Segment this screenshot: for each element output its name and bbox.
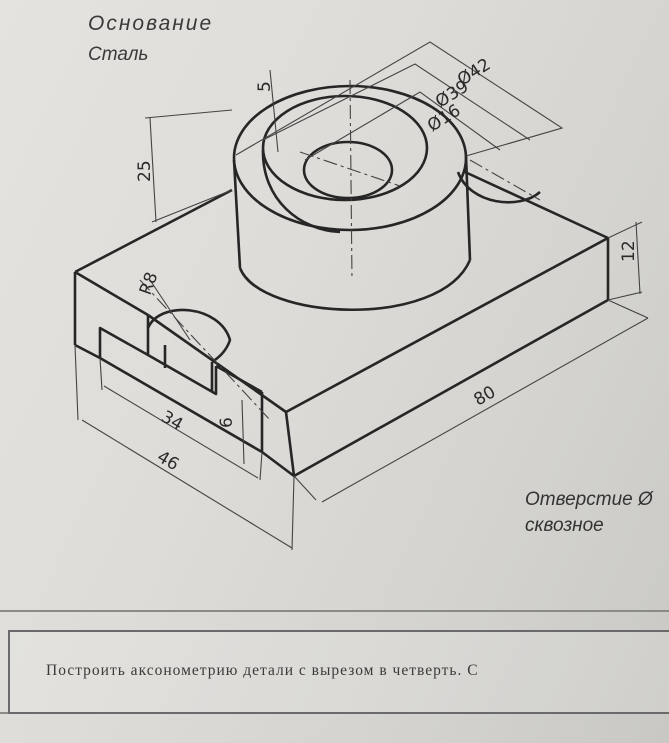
- r8-cutout-arc: [146, 308, 232, 364]
- dim-6-line: [241, 399, 245, 465]
- dim-25-ext: [144, 109, 233, 119]
- dim-thickness-label: 12: [619, 240, 639, 262]
- dim-height-label: 25: [135, 160, 155, 182]
- plate-top-left-edge: [74, 188, 233, 274]
- plate-top-left-side: [74, 270, 149, 317]
- dim-width-label: 46: [154, 447, 183, 475]
- plate-bottom-front-edge: [293, 298, 609, 478]
- dim-12-line: [635, 221, 641, 295]
- plate-front-vertical-edge: [284, 411, 296, 477]
- plate-top-front-edge: [285, 236, 609, 414]
- dim-34-line: [103, 385, 259, 479]
- dim-46-ext: [291, 475, 295, 551]
- centerline: [349, 79, 353, 281]
- lower-left-edge: [99, 356, 263, 454]
- dim-d39-line: [262, 63, 531, 141]
- hole-note-line1: Отверстие Ø: [525, 489, 653, 510]
- dim-slot-depth-label: 6: [217, 417, 237, 428]
- divider-line: [0, 610, 669, 612]
- part-material: Сталь: [88, 44, 149, 65]
- task-frame: [8, 630, 669, 714]
- dim-46-line: [81, 419, 293, 549]
- part-title: Основание: [88, 12, 214, 35]
- centerline: [299, 151, 401, 187]
- dim-25-ext: [151, 189, 233, 223]
- boss-inner-wall: [261, 149, 341, 234]
- dim-80-line: [321, 317, 649, 503]
- dim-80-ext: [607, 299, 649, 319]
- task-text: Построить аксонометрию детали с вырезом …: [46, 662, 479, 679]
- dim-25-line: [149, 117, 157, 223]
- dim-5-line: [269, 69, 279, 153]
- slot-floor-edge: [147, 353, 218, 396]
- boss-bottom-curve: [238, 259, 472, 312]
- through-hole-ellipse: [302, 140, 394, 200]
- centerline: [469, 159, 541, 201]
- boss-top-bore-ellipse: [261, 94, 429, 202]
- boss-left-edge: [232, 159, 242, 269]
- dim-r8-leader: [149, 279, 191, 341]
- dim-34-ext: [259, 451, 263, 481]
- back-cutout-arc: [456, 171, 541, 204]
- dimension-lines: [74, 41, 649, 551]
- dim-12-ext: [607, 221, 643, 239]
- plate-top-back-edge: [464, 170, 609, 240]
- dim-slot-label: 34: [158, 407, 187, 435]
- centerline: [139, 279, 271, 421]
- dim-80-ext: [293, 475, 317, 501]
- dim-d16-line: [304, 91, 501, 161]
- dim-depth-label: 5: [255, 81, 275, 92]
- dim-d42-line: [235, 41, 564, 157]
- dim-length-label: 80: [471, 382, 500, 410]
- hole-note-line2: сквозное: [525, 515, 604, 536]
- slot-outline: [74, 315, 150, 360]
- boss-right-edge: [464, 155, 472, 261]
- dim-46-ext: [74, 344, 79, 421]
- dim-12-ext: [607, 291, 643, 301]
- dim-34-ext: [99, 357, 103, 391]
